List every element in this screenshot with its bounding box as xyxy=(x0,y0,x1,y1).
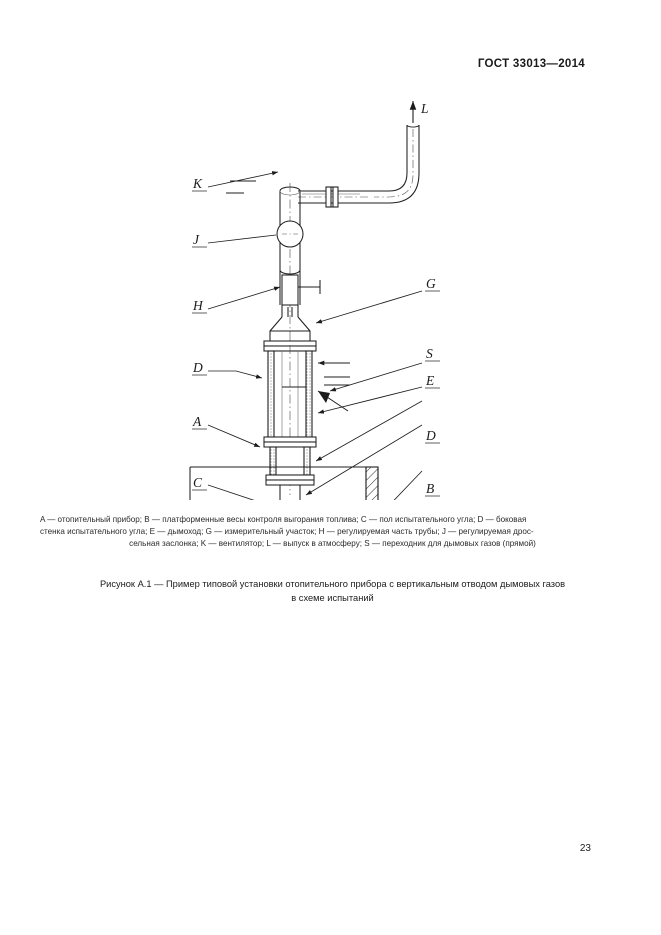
figure-label-S: S xyxy=(426,346,433,361)
page-number: 23 xyxy=(579,843,591,854)
figure-legend: A — отопительный прибор; B — платформенн… xyxy=(40,514,625,549)
legend-line-1: A — отопительный прибор; B — платформенн… xyxy=(40,515,527,524)
figure-label-J: J xyxy=(193,232,200,247)
standard-header: ГОСТ 33013—2014 xyxy=(477,58,585,70)
figure-label-A: A xyxy=(192,414,202,429)
figure-label-D-lower: D xyxy=(425,428,436,443)
figure-label-C: C xyxy=(193,475,203,490)
measuring-section-G xyxy=(263,340,350,495)
legend-line-2: стенка испытательного угла; E — дымоход;… xyxy=(40,526,534,536)
figure-label-H: H xyxy=(192,298,204,313)
damper-J xyxy=(276,220,304,248)
test-corner-walls-D xyxy=(189,466,379,500)
figure-label-B: B xyxy=(426,481,434,496)
flue-adapter-S xyxy=(265,446,315,486)
figure-a1-diagram: L K J H G D S E A D C B xyxy=(30,95,630,500)
leader-lines xyxy=(207,171,423,500)
figure-label-K: K xyxy=(192,176,203,191)
figure-caption: Рисунок А.1 — Пример типовой установки о… xyxy=(40,578,625,605)
figure-label-G: G xyxy=(426,276,436,291)
caption-line-1: Рисунок А.1 — Пример типовой установки о… xyxy=(99,579,566,589)
legend-line-3: сельная заслонка; K — вентилятор; L — вы… xyxy=(129,538,536,548)
figure-label-L: L xyxy=(420,101,429,116)
figure-label-E: E xyxy=(425,373,435,388)
figure-label-D-upper: D xyxy=(192,360,203,375)
stack-below-fan xyxy=(279,270,321,306)
flue-pipe-E xyxy=(279,485,301,500)
horizontal-duct xyxy=(298,186,370,208)
caption-line-2: в схеме испытаний xyxy=(291,592,374,603)
outlet-pipe-L xyxy=(370,101,420,204)
